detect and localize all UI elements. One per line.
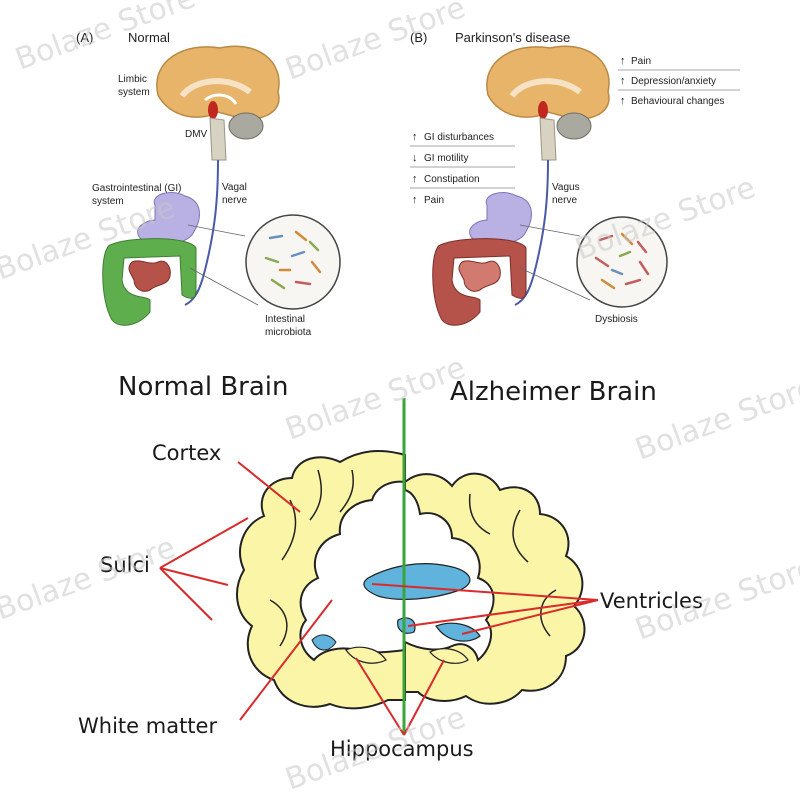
hippocampus-label: Hippocampus [330, 737, 474, 761]
microbiota-circle [245, 214, 341, 310]
watermark-text: Bolaze Store [281, 350, 470, 447]
brainstem-icon-pd [539, 117, 557, 161]
symptom-gi-arrow: ↑ [412, 131, 418, 143]
symptom-constipation-arrow: ↑ [412, 173, 418, 185]
vagus-label: Vagus [552, 182, 580, 193]
white-matter-label: White matter [78, 714, 217, 738]
symptom-depression-arrow: ↑ [620, 75, 626, 87]
dmv-label: DMV [185, 129, 208, 140]
ventricles-label: Ventricles [600, 589, 703, 613]
bacteria-icons-pd [594, 232, 650, 290]
cortex-label: Cortex [152, 441, 221, 465]
dysbiosis-label: Dysbiosis [595, 314, 638, 325]
panel-b-title: Parkinson's disease [455, 30, 570, 45]
zoom-lines-pd [519, 224, 591, 301]
brain-comparison: Normal Brain Alzheimer Brain Cortex Sulc… [78, 372, 703, 761]
panel-b: (B) Parkinson's disease ↑ Pain ↑ Depress… [410, 30, 740, 326]
cerebellum-icon-pd [556, 112, 592, 140]
symptoms-left: ↑ GI disturbances ↓ GI motility ↑ Consti… [410, 131, 515, 206]
corpus-callosum-icon-pd [509, 78, 582, 98]
alzheimer-cortex-icon [404, 472, 586, 705]
bacteria-icons [264, 230, 322, 290]
limbic-label-2: system [118, 87, 150, 98]
vagus-label-2: nerve [552, 195, 577, 206]
symptom-gi-pain-arrow: ↑ [412, 194, 418, 206]
microbiota-label-2: microbiota [265, 327, 312, 338]
alzheimer-brain-title: Alzheimer Brain [450, 377, 657, 407]
symptom-pain-arrow: ↑ [620, 55, 626, 67]
symptom-gi-pain: Pain [424, 195, 444, 206]
watermark-text: Bolaze Store [281, 0, 470, 88]
pointer-lines [159, 461, 599, 736]
symptom-behaviour-arrow: ↑ [620, 95, 626, 107]
symptom-constipation: Constipation [424, 174, 480, 185]
alzheimer-sulci-lines [468, 493, 557, 637]
stomach-icon-pd [469, 192, 532, 245]
symptom-depression: Depression/anxiety [631, 76, 716, 87]
colon-icon-pd [432, 238, 527, 326]
watermark-text: Bolaze Store [0, 530, 180, 627]
cerebellum-icon [228, 112, 264, 140]
corpus-callosum-icon [179, 78, 252, 98]
vagal-label-2: nerve [222, 195, 247, 206]
alzheimer-ventricle-middle-icon [397, 617, 416, 634]
panel-a-title: Normal [128, 30, 170, 45]
small-intestine-icon-pd [458, 260, 501, 292]
normal-sulci-lines [269, 469, 354, 647]
symptom-pain: Pain [631, 56, 651, 67]
normal-ventricle-icon [311, 634, 337, 651]
symptom-motility: GI motility [424, 153, 468, 164]
dmv-nucleus-icon [208, 101, 218, 119]
normal-brain-title: Normal Brain [118, 372, 289, 402]
symptom-behaviour: Behavioural changes [631, 96, 724, 107]
symptom-gi: GI disturbances [424, 132, 494, 143]
panel-a: (A) Normal Limbic system DMV Vagal nerve… [76, 30, 341, 338]
alzheimer-ventricle-lower-icon [435, 622, 481, 642]
vagal-label: Vagal [222, 182, 247, 193]
gi-label-2: system [92, 196, 124, 207]
stomach-icon [137, 192, 200, 245]
limbic-label: Limbic [118, 74, 147, 85]
alzheimer-hippocampus-icon [429, 648, 469, 664]
symptom-motility-arrow: ↓ [412, 152, 418, 164]
colon-icon [102, 238, 197, 326]
gi-label: Gastrointestinal (GI) [92, 183, 181, 194]
sulci-label: Sulci [100, 553, 150, 577]
microbiota-label: Intestinal [265, 314, 305, 325]
alzheimer-ventricle-upper-icon [363, 563, 471, 600]
panel-a-letter: (A) [76, 30, 93, 45]
limbic-region-icon [204, 93, 238, 105]
dmv-nucleus-icon-pd [538, 101, 548, 119]
small-intestine-icon [128, 260, 171, 292]
symptoms-right: ↑ Pain ↑ Depression/anxiety ↑ Behavioura… [618, 55, 740, 107]
zoom-lines [187, 224, 259, 306]
panel-b-letter: (B) [410, 30, 427, 45]
brainstem-icon [209, 117, 227, 161]
